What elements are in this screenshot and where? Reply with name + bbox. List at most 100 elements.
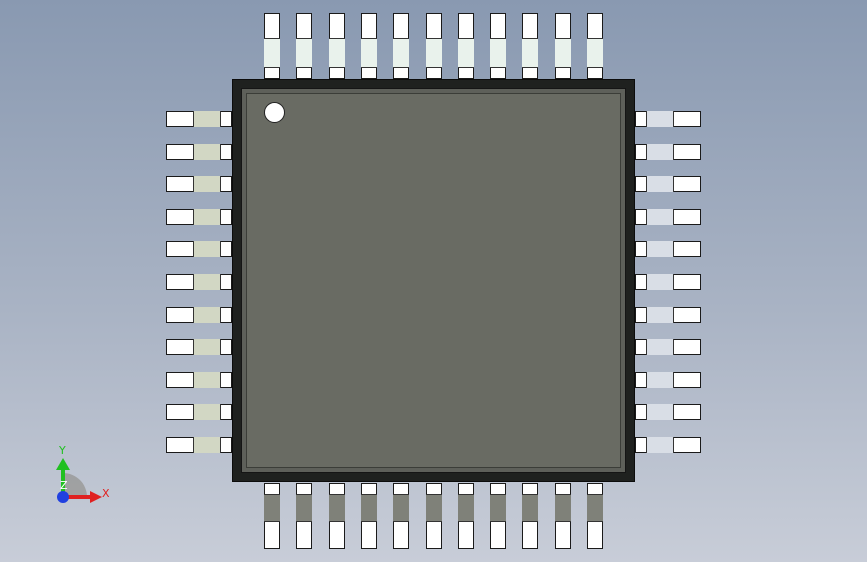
pin-left — [166, 241, 232, 258]
pin-bottom-band — [296, 494, 313, 522]
pin-top — [522, 13, 539, 79]
pin-right — [635, 143, 701, 160]
pin-top — [554, 13, 571, 79]
pin-top — [425, 13, 442, 79]
pin-right — [635, 176, 701, 193]
pin-top-band — [360, 38, 377, 68]
pin-left-band — [193, 339, 221, 356]
pin-bottom-band — [587, 494, 603, 522]
pin-top-band — [554, 38, 571, 68]
axis-triad: Y X Z — [40, 440, 120, 520]
pin-right-band — [646, 208, 674, 225]
pin-bottom — [522, 483, 539, 549]
pin-right — [635, 208, 701, 225]
pin-top-band — [457, 38, 474, 68]
pin-bottom — [360, 483, 377, 549]
pin-right — [635, 274, 701, 290]
pin-right-band — [646, 111, 674, 127]
pin-left-band — [193, 274, 221, 290]
pin-top-band — [490, 38, 507, 68]
pin-bottom — [457, 483, 474, 549]
pin-left-band — [193, 437, 221, 453]
pin-bottom — [554, 483, 571, 549]
pin-right — [635, 371, 701, 388]
pin-left — [166, 339, 232, 356]
pin-right — [635, 306, 701, 323]
pin-right — [635, 111, 701, 127]
pin-left — [166, 404, 232, 421]
pin-top-band — [425, 38, 442, 68]
z-axis-label: Z — [60, 479, 68, 492]
pin-left — [166, 371, 232, 388]
pin-bottom-band — [522, 494, 539, 522]
pin-top-band — [522, 38, 539, 68]
pin-top — [393, 13, 410, 79]
pin-right-band — [646, 241, 674, 258]
pin-bottom-band — [328, 494, 345, 522]
pin-right-band — [646, 371, 674, 388]
pin-top — [264, 13, 280, 79]
axis-triad-graphic: Y X Z — [56, 444, 110, 503]
pin-top — [296, 13, 313, 79]
chip-bevel — [241, 88, 626, 473]
triad-plane-shading — [63, 473, 87, 497]
pin-right-band — [646, 176, 674, 193]
pin1-marker — [264, 102, 285, 123]
y-axis-label: Y — [58, 444, 66, 457]
pin-bottom — [328, 483, 345, 549]
pin-left — [166, 143, 232, 160]
pin-bottom — [425, 483, 442, 549]
pin-right — [635, 241, 701, 258]
pin-top — [490, 13, 507, 79]
pin-left — [166, 176, 232, 193]
pin-bottom-band — [393, 494, 410, 522]
pin-left-band — [193, 306, 221, 323]
pin-left-band — [193, 111, 221, 127]
pin-bottom-band — [425, 494, 442, 522]
pin-bottom — [393, 483, 410, 549]
pin-bottom-band — [264, 494, 280, 522]
pin-left-band — [193, 404, 221, 421]
pin-top-band — [264, 38, 280, 68]
pin-bottom-band — [490, 494, 507, 522]
pin-top-band — [587, 38, 603, 68]
pin-right-band — [646, 306, 674, 323]
pin-right-band — [646, 339, 674, 356]
pin-bottom — [296, 483, 313, 549]
pin-right-band — [646, 274, 674, 290]
chip-top-surface — [246, 93, 621, 468]
pin-top — [457, 13, 474, 79]
pin-right-band — [646, 437, 674, 453]
pin-bottom-band — [360, 494, 377, 522]
pin-left — [166, 111, 232, 127]
chip-package-body[interactable] — [232, 79, 635, 482]
pin-top — [587, 13, 603, 79]
pin-left — [166, 208, 232, 225]
x-axis-label: X — [102, 487, 110, 500]
pin-right-band — [646, 404, 674, 421]
pin-bottom — [490, 483, 507, 549]
pin-left-band — [193, 176, 221, 193]
pin-top — [360, 13, 377, 79]
pin-left — [166, 437, 232, 453]
pin-right-band — [646, 143, 674, 160]
pin-top — [328, 13, 345, 79]
pin-bottom — [587, 483, 603, 549]
pin-left — [166, 274, 232, 290]
pin-bottom-band — [457, 494, 474, 522]
pin-left — [166, 306, 232, 323]
pin-right — [635, 404, 701, 421]
x-axis-arrow — [90, 491, 102, 503]
pin-right — [635, 339, 701, 356]
pin-left-band — [193, 371, 221, 388]
pin-right — [635, 437, 701, 453]
pin-top-band — [296, 38, 313, 68]
pin-bottom — [264, 483, 280, 549]
pin-left-band — [193, 241, 221, 258]
pin-left-band — [193, 143, 221, 160]
pin-top-band — [393, 38, 410, 68]
pin-bottom-band — [554, 494, 571, 522]
pin-top-band — [328, 38, 345, 68]
pin-left-band — [193, 208, 221, 225]
